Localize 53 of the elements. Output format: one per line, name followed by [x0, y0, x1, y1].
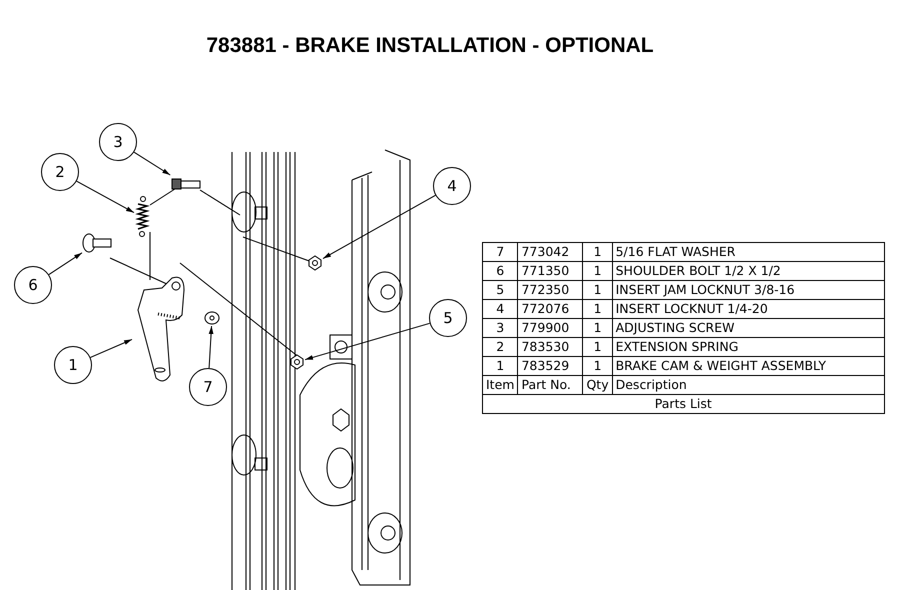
column-header: Item	[482, 376, 518, 394]
table-cell: 1	[582, 262, 612, 280]
table-cell: 783530	[518, 338, 583, 356]
table-cell: ADJUSTING SCREW	[612, 318, 884, 338]
column-header: Part No.	[518, 376, 583, 394]
callout-number: 7	[189, 368, 227, 406]
callout-number: 2	[41, 153, 79, 191]
table-cell: 771350	[518, 262, 583, 280]
leader-line	[208, 326, 214, 369]
table-cell: 5	[482, 280, 518, 300]
leader-line	[48, 252, 82, 276]
table-cell: 1	[582, 280, 612, 300]
table-cell: INSERT JAM LOCKNUT 3/8-16	[612, 280, 884, 300]
extension-spring-drawing	[134, 196, 150, 238]
table-cell: 6	[482, 262, 518, 280]
leader-line	[304, 322, 430, 360]
table-cell: 1	[582, 356, 612, 376]
leader-line	[134, 152, 171, 176]
table-cell: BRAKE CAM & WEIGHT ASSEMBLY	[612, 356, 884, 376]
drawing-title: 783881 - BRAKE INSTALLATION - OPTIONAL	[205, 34, 655, 58]
table-cell: 1	[582, 242, 612, 262]
table-cell: 1	[582, 318, 612, 338]
leader-line	[76, 180, 134, 214]
table-cell: SHOULDER BOLT 1/2 X 1/2	[612, 262, 884, 280]
flat-washer-drawing	[204, 310, 220, 326]
shoulder-bolt-drawing	[82, 233, 112, 253]
table-cell: 773042	[518, 242, 583, 262]
table-cell: 1	[482, 356, 518, 376]
table-caption: Parts List	[482, 394, 884, 414]
table-cell: 783529	[518, 356, 583, 376]
table-cell: 1	[582, 338, 612, 356]
table-cell: 772350	[518, 280, 583, 300]
table-cell: 1	[582, 300, 612, 318]
callout-number: 4	[433, 167, 471, 205]
leader-line	[90, 338, 132, 358]
callout-number: 6	[14, 266, 52, 304]
callout-number: 3	[99, 123, 137, 161]
table-cell: 779900	[518, 318, 583, 338]
callout-number: 1	[54, 346, 92, 384]
table-cell: 5/16 FLAT WASHER	[612, 242, 884, 262]
table-cell: 3	[482, 318, 518, 338]
locknut-drawing	[289, 354, 305, 370]
locknut-drawing	[307, 255, 323, 271]
table-cell: INSERT LOCKNUT 1/4-20	[612, 300, 884, 318]
table-cell: 2	[482, 338, 518, 356]
leader-line	[322, 194, 436, 259]
table-cell: 772076	[518, 300, 583, 318]
column-header: Description	[612, 376, 884, 394]
table-cell: EXTENSION SPRING	[612, 338, 884, 356]
table-cell: 4	[482, 300, 518, 318]
table-cell: 7	[482, 242, 518, 262]
column-header: Qty	[582, 376, 612, 394]
callout-number: 5	[429, 299, 467, 337]
